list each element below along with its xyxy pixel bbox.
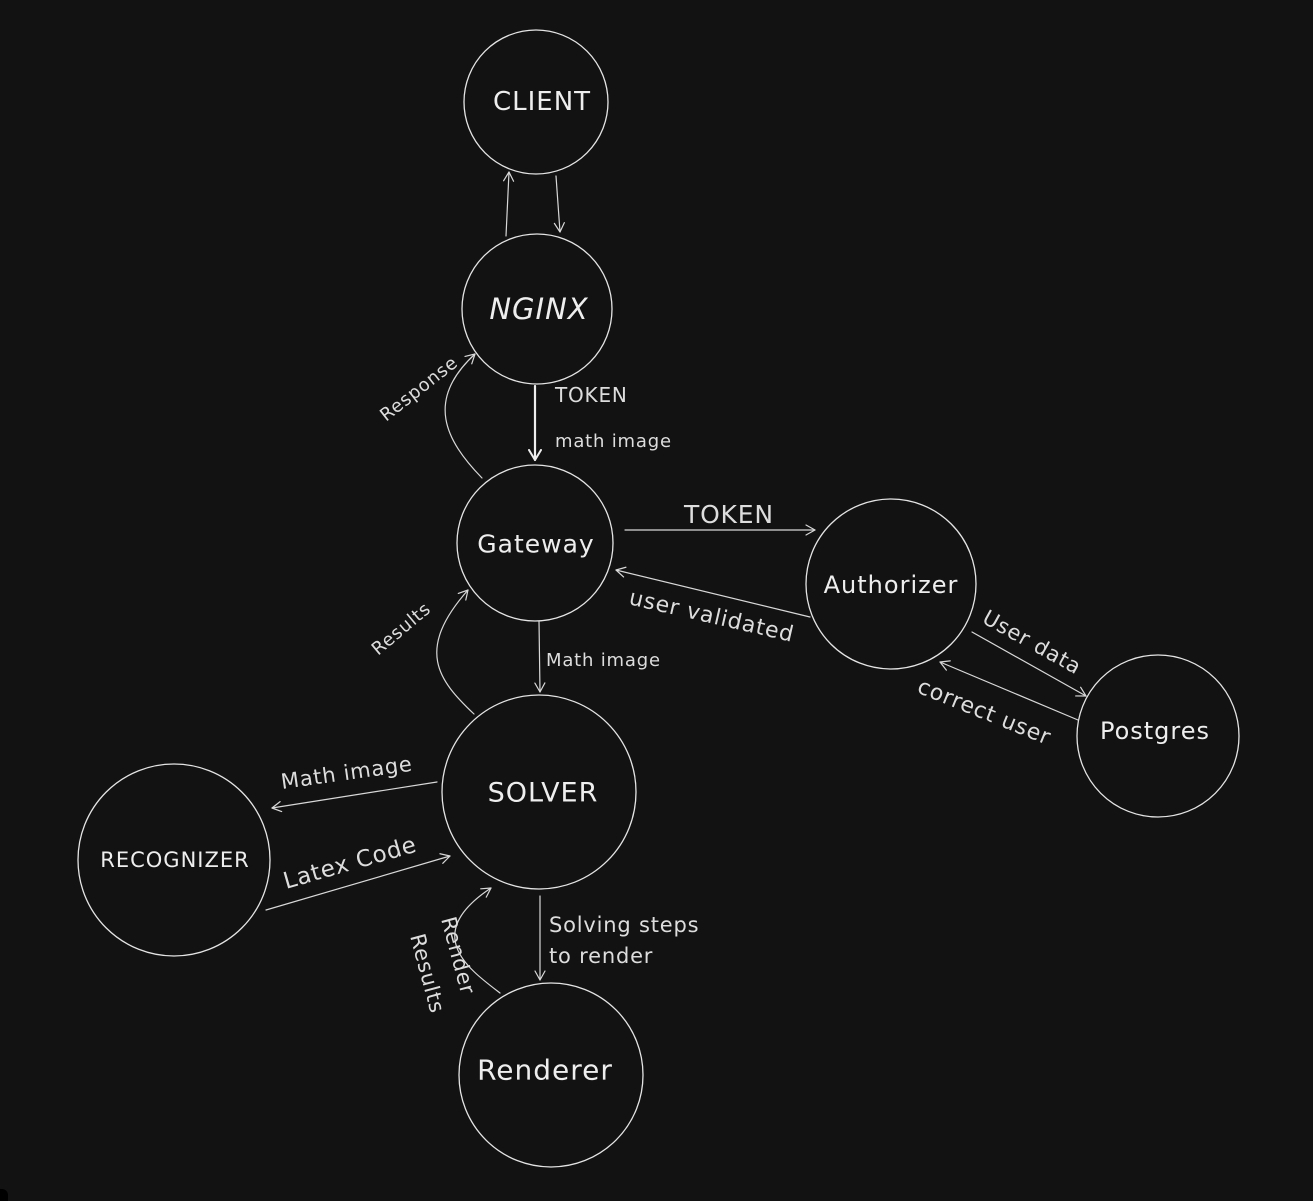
node-authorizer: Authorizer	[805, 498, 977, 670]
node-client-circle	[463, 29, 609, 175]
node-solver-label: SOLVER	[488, 778, 599, 809]
edge-renderer-to-solver	[454, 887, 501, 994]
node-renderer-label: Renderer	[477, 1054, 613, 1087]
node-renderer: Renderer	[458, 982, 644, 1168]
edge-authorizer-to-gateway	[615, 566, 811, 618]
node-gateway-circle	[456, 464, 614, 622]
edge-postgres-to-authorizer	[939, 660, 1079, 721]
edge-label-to-render: to render	[549, 944, 653, 968]
node-postgres-label: Postgres	[1100, 717, 1210, 745]
node-recognizer: RECOGNIZER	[77, 763, 271, 957]
edge-recognizer-to-solver	[265, 853, 451, 911]
edge-label-user-data: User data	[979, 605, 1086, 679]
edge-label-user-validated: user validated	[627, 585, 797, 647]
edge-nginx-to-client	[502, 171, 515, 237]
edge-label-solving-steps: Solving steps	[549, 913, 699, 937]
edge-solver-to-recognizer	[271, 781, 438, 813]
node-nginx-circle	[461, 233, 613, 385]
edge-gateway-to-solver	[534, 620, 546, 693]
edge-authorizer-to-postgres	[971, 631, 1087, 697]
edge-label-nginx-gateway-token: TOKEN	[554, 383, 628, 407]
node-postgres: Postgres	[1076, 654, 1240, 818]
edge-label-nginx-gateway-image: math image	[555, 431, 672, 452]
node-authorizer-circle	[805, 498, 977, 670]
node-nginx: NGINX	[461, 233, 613, 385]
edge-label-correct-user: correct user	[914, 674, 1055, 750]
node-solver: SOLVER	[441, 694, 637, 890]
node-gateway: Gateway	[456, 464, 614, 622]
node-recognizer-circle	[77, 763, 271, 957]
corner-mark	[0, 1189, 8, 1201]
node-postgres-circle	[1076, 654, 1240, 818]
edge-solver-to-gateway	[436, 589, 475, 715]
edge-label-gateway-solver: Math image	[546, 650, 661, 671]
node-authorizer-label: Authorizer	[824, 571, 959, 599]
edge-label-gateway-authorizer-token: TOKEN	[683, 500, 774, 529]
node-client-label: CLIENT	[493, 87, 591, 117]
node-recognizer-label: RECOGNIZER	[100, 848, 249, 872]
edge-label-results: Results	[368, 598, 436, 659]
node-client: CLIENT	[463, 29, 609, 175]
node-gateway-label: Gateway	[477, 530, 594, 559]
edge-client-to-nginx	[553, 175, 565, 233]
edge-gateway-to-nginx	[444, 353, 483, 479]
edge-label-solver-recognizer: Math image	[279, 752, 414, 794]
node-solver-circle	[441, 694, 637, 890]
node-renderer-circle	[458, 982, 644, 1168]
node-nginx-label: NGINX	[489, 292, 588, 326]
